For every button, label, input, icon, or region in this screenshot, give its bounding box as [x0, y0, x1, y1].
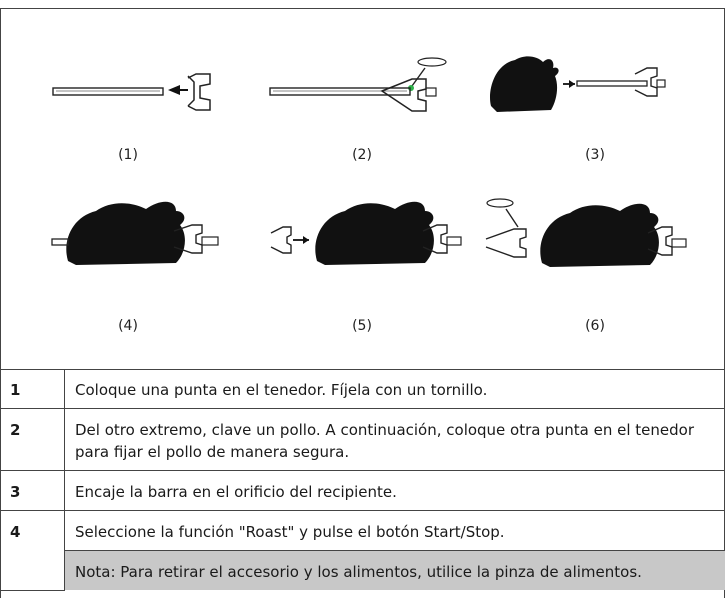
- figure-label-3: (3): [585, 147, 605, 163]
- note-row: Nota: Para retirar el accesorio y los al…: [0, 550, 725, 590]
- figure-label-6: (6): [585, 318, 605, 334]
- illustration-step-5: [270, 201, 462, 265]
- left-border: [0, 8, 1, 598]
- figure-label-5: (5): [352, 318, 372, 334]
- top-border: [0, 8, 725, 9]
- step-row: 1 Coloque una punta en el tenedor. Fíjel…: [0, 369, 725, 409]
- illustration-step-2: [269, 57, 447, 112]
- illustration-step-3: [490, 56, 666, 112]
- assembly-figure: (1) (2) (3) (4): [0, 8, 725, 370]
- step-row: 3 Encaje la barra en el orificio del rec…: [0, 470, 725, 511]
- step-text: Del otro extremo, clave un pollo. A cont…: [64, 408, 725, 471]
- figure-label-1: (1): [118, 147, 138, 163]
- illustration-step-6: [485, 198, 687, 267]
- figure-label-2: (2): [352, 147, 372, 163]
- step-number: 2: [0, 408, 65, 471]
- step-text: Seleccione la función "Roast" y pulse el…: [64, 510, 725, 551]
- right-border: [724, 8, 725, 598]
- steps-table: 1 Coloque una punta en el tenedor. Fíjel…: [0, 369, 725, 591]
- step-number: 1: [0, 369, 65, 409]
- step-row: 4 Seleccione la función "Roast" y pulse …: [0, 510, 725, 591]
- step-row: 2 Del otro extremo, clave un pollo. A co…: [0, 408, 725, 471]
- note-text: Nota: Para retirar el accesorio y los al…: [64, 550, 725, 590]
- step-text: Coloque una punta en el tenedor. Fíjela …: [64, 369, 725, 409]
- illustration-step-1: [52, 73, 211, 111]
- step-number: 4: [0, 510, 65, 591]
- figure-label-4: (4): [118, 318, 138, 334]
- illustration-step-4: [51, 201, 219, 265]
- step-text: Encaje la barra en el orificio del recip…: [64, 470, 725, 511]
- step-number: 3: [0, 470, 65, 511]
